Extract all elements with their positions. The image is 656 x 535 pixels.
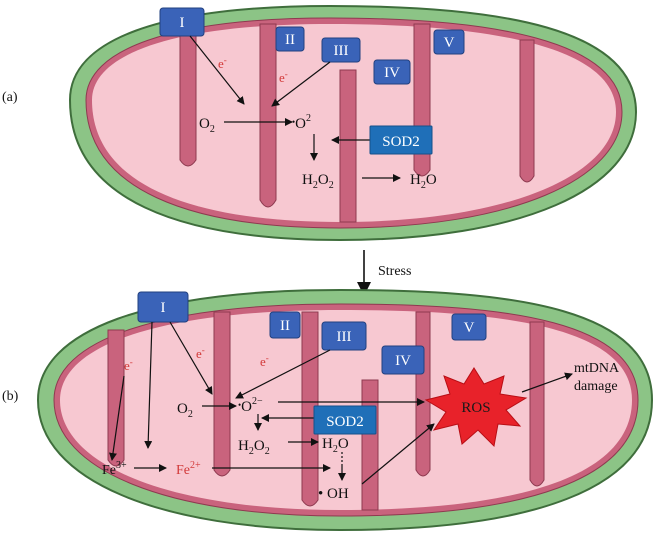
panel-b-cristae [107, 311, 545, 511]
svg-text:V: V [444, 35, 455, 51]
panel-b-complex-v: V [451, 313, 487, 341]
svg-text:III: III [337, 329, 352, 345]
panel-a-h2o2: H2O2 [302, 172, 334, 191]
panel-b-h2o2: H2O2 [238, 438, 270, 457]
panel-b-hydroxyl-radical: • OH [318, 486, 349, 502]
svg-text:V: V [464, 320, 475, 336]
svg-text:III: III [334, 43, 349, 59]
panel-b-mtdna-line1: mtDNA [574, 361, 620, 376]
panel-a-complex-v: V [433, 29, 465, 55]
panel-b-mtdna-line2: damage [574, 379, 618, 394]
panel-b-sod2-box: SOD2 [313, 405, 377, 435]
panel-a-arrow-i-to-o2 [189, 35, 245, 105]
panel-a-label: (a) [2, 90, 18, 105]
panel-b-fe2: Fe2+ [176, 460, 201, 478]
panel-b-arrow-oh-to-ros [361, 423, 435, 485]
panel-b-arrow-i-to-o2 [169, 321, 213, 395]
panel-b-label: (b) [2, 389, 19, 404]
panel-a-arrow-iii-to-o2 [271, 61, 331, 107]
panel-b-fe3: Fe3+ [102, 460, 127, 478]
svg-text:IV: IV [395, 353, 411, 369]
panel-b-superoxide: •O2− [238, 396, 263, 415]
svg-text:SOD2: SOD2 [382, 134, 420, 150]
panel-b-arrow-ros-to-mtdna [521, 372, 573, 393]
panel-a-sod2-box: SOD2 [369, 125, 433, 155]
stress-transition: Stress [357, 250, 411, 296]
svg-text:I: I [161, 300, 166, 316]
panel-a-complex-iii: III [321, 37, 361, 63]
panel-a-electron-2: e- [279, 69, 288, 85]
panel-a-o2: O2 [199, 116, 215, 135]
stress-label: Stress [378, 264, 411, 279]
panel-a-complex-i: I [159, 7, 205, 37]
panel-a: (a) I II III IV V [2, 4, 638, 242]
panel-b-complex-ii: II [269, 311, 301, 339]
svg-text:IV: IV [384, 65, 400, 81]
panel-b-electron-3: e- [260, 353, 269, 369]
svg-text:SOD2: SOD2 [326, 414, 364, 430]
panel-b-complex-i: I [137, 291, 189, 323]
panel-b-o2: O2 [177, 401, 193, 420]
panel-b-complex-iv: IV [381, 345, 425, 375]
panel-a-complex-ii: II [275, 26, 305, 52]
panel-b: (b) I II III IV [2, 288, 654, 532]
svg-text:II: II [285, 32, 295, 48]
svg-text:I: I [180, 15, 185, 31]
panel-b-arrow-i-to-fe [144, 321, 153, 449]
panel-a-superoxide: •O2 [292, 113, 311, 132]
panel-b-ros-label: ROS [461, 400, 490, 416]
panel-a-electron-1: e- [218, 55, 227, 71]
panel-b-electron-2: e- [196, 345, 205, 361]
panel-a-h2o: H2O [410, 172, 437, 191]
panel-b-electron-1: e- [124, 357, 133, 373]
panel-b-ros-burst [424, 367, 528, 448]
panel-a-complex-iv: IV [373, 59, 411, 85]
panel-b-arrow-iii-to-o2 [235, 349, 331, 399]
panel-b-h2o: H2O [322, 436, 349, 455]
panel-b-complex-iii: III [321, 321, 367, 351]
panel-b-arrow-electron-to-fe3 [109, 375, 125, 461]
svg-text:II: II [280, 318, 290, 334]
